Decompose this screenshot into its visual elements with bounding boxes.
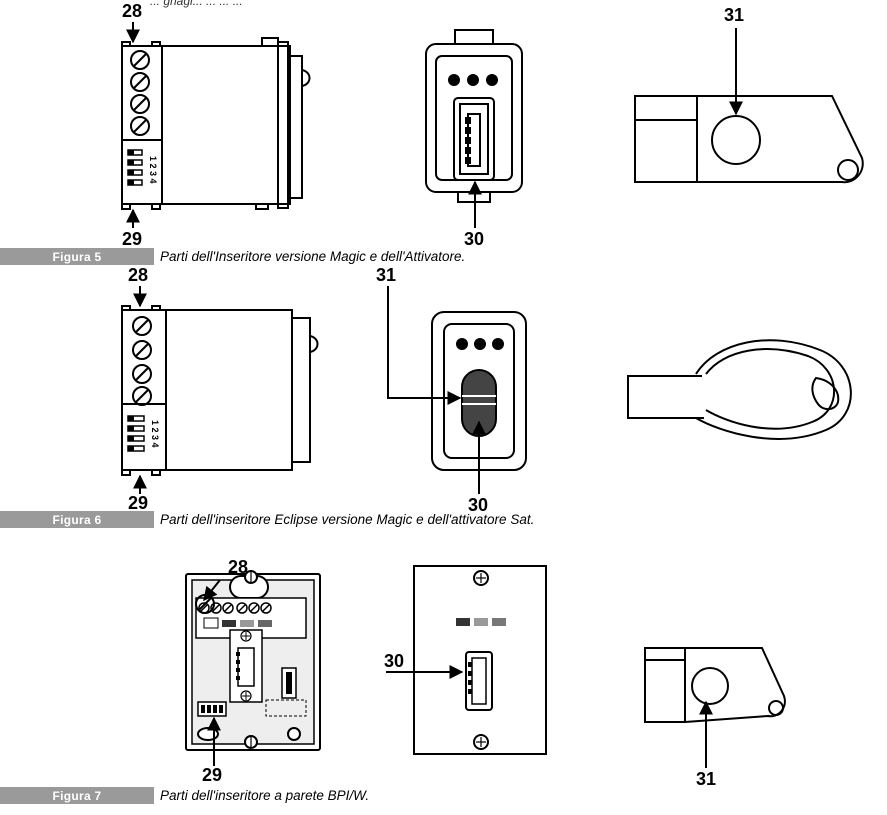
label-29-fig5: 29 <box>122 229 143 249</box>
label-31-fig6: 31 <box>376 265 397 285</box>
f5-inserter-front <box>425 29 523 203</box>
figure-7-caption: Parti dell'inseritore a parete BPI/W. <box>160 788 370 803</box>
label-29-fig7: 29 <box>202 765 223 785</box>
figure-7-badge: Figura 7 <box>0 787 154 804</box>
figure-6-badge: Figura 6 <box>0 511 154 528</box>
figure-5-badge: Figura 5 <box>0 248 154 265</box>
f6-sat-activator <box>627 339 852 440</box>
label-28-fig5: 28 <box>122 1 143 21</box>
figure-5-caption: Parti dell'Inseritore versione Magic e d… <box>160 249 466 264</box>
label-28-fig6: 28 <box>128 265 149 285</box>
f6-switch-digits: 1 2 3 4 <box>150 420 160 448</box>
f6-inserter-side: 1 2 3 4 <box>121 305 319 476</box>
label-31-fig5: 31 <box>724 5 745 25</box>
label-28-fig7: 28 <box>228 557 249 577</box>
label-30-fig6: 30 <box>468 495 489 515</box>
f5-switch-digits: 1 2 3 4 <box>148 156 158 184</box>
label-30-fig5: 30 <box>464 229 485 249</box>
figure-7-caption-row: Figura 7 Parti dell'inseritore a parete … <box>0 787 369 804</box>
label-31-fig7: 31 <box>696 769 717 789</box>
clipped-header-text: ... gnagl... ... ... ... <box>150 0 243 8</box>
f7-wall-inserter-open <box>185 570 321 751</box>
f7-wall-plate-front <box>413 565 547 755</box>
figure-6-caption: Parti dell'inseritore Eclipse versione M… <box>160 512 535 527</box>
label-30-fig7: 30 <box>384 651 405 671</box>
f5-activator <box>634 95 864 184</box>
label-29-fig6: 29 <box>128 493 149 513</box>
f5-inserter-side: 1 2 3 4 <box>121 37 311 210</box>
figure-5-caption-row: Figura 5 Parti dell'Inseritore versione … <box>0 248 465 265</box>
figure-6-caption-row: Figura 6 Parti dell'inseritore Eclipse v… <box>0 511 534 528</box>
f7-activator <box>644 647 786 723</box>
